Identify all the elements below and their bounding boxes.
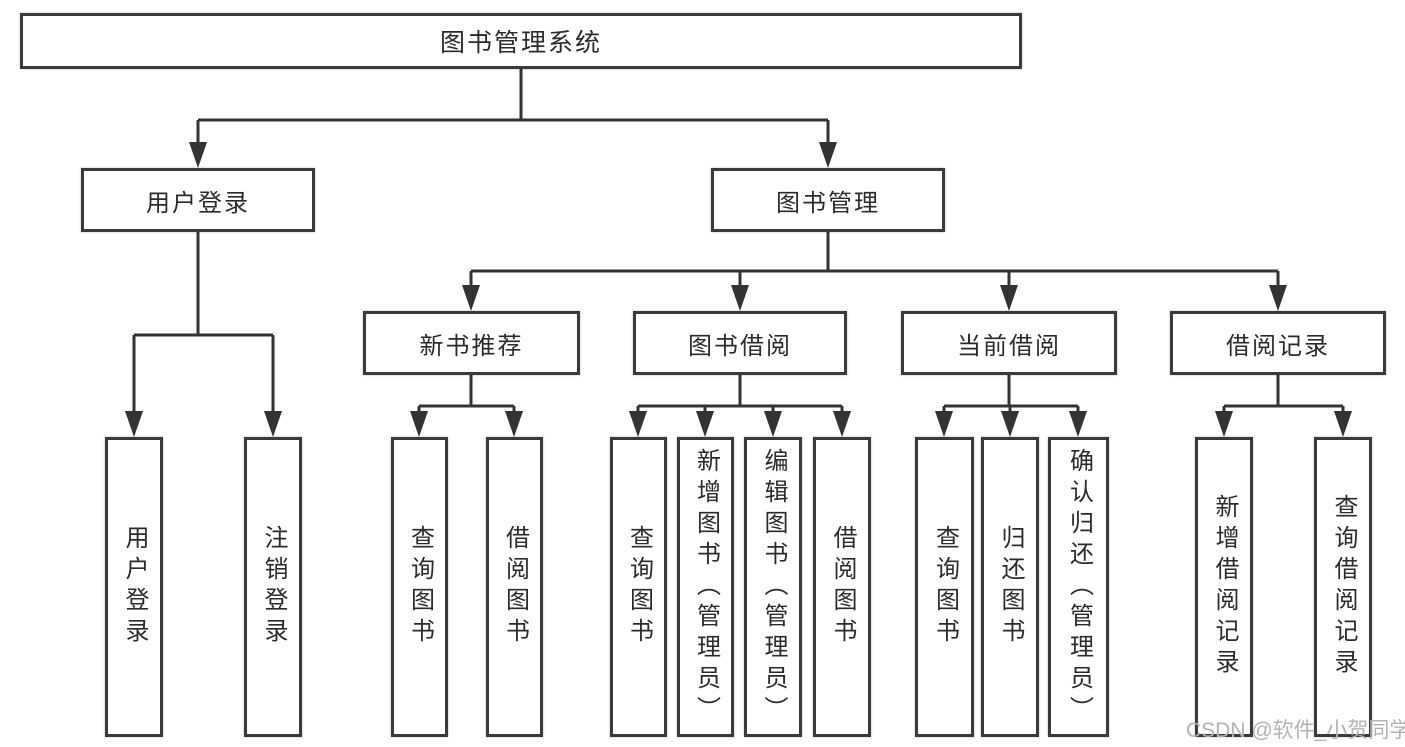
node-borrow-records: 借阅记录 xyxy=(1170,311,1386,375)
connector-user-login-branch xyxy=(125,232,282,437)
leaf-edit-books-admin: 编辑图书（管理员） xyxy=(744,437,802,737)
connector-records-branch xyxy=(1215,375,1352,437)
connector-root-branch xyxy=(189,69,837,168)
leaf-query-books-1: 查询图书 xyxy=(391,437,448,737)
leaf-borrow-books-1: 借阅图书 xyxy=(486,437,543,737)
leaf-query-books-3: 查询图书 xyxy=(915,437,974,737)
leaf-borrow-books-2: 借阅图书 xyxy=(813,437,871,737)
node-user-login: 用户登录 xyxy=(81,168,315,232)
leaf-logout: 注销登录 xyxy=(244,437,302,737)
node-book-management: 图书管理 xyxy=(711,168,945,232)
leaf-user-login: 用户登录 xyxy=(105,437,163,737)
connector-new-books-branch xyxy=(410,375,523,437)
connector-current-branch xyxy=(935,375,1087,437)
csdn-watermark: CSDN @软件_小贺同学 xyxy=(1186,719,1405,742)
leaf-query-books-2: 查询图书 xyxy=(610,437,667,737)
leaf-add-borrow-record: 新增借阅记录 xyxy=(1195,437,1253,737)
leaf-confirm-return-admin: 确认归还（管理员） xyxy=(1048,437,1109,737)
leaf-add-books-admin: 新增图书（管理员） xyxy=(677,437,734,737)
connector-borrowing-branch xyxy=(629,375,851,437)
connector-book-mgmt-branch xyxy=(462,232,1287,311)
node-book-borrowing: 图书借阅 xyxy=(633,311,847,375)
leaf-return-books: 归还图书 xyxy=(981,437,1039,737)
node-new-book-recommend: 新书推荐 xyxy=(363,311,580,375)
node-library-system: 图书管理系统 xyxy=(20,13,1022,69)
node-current-borrowing: 当前借阅 xyxy=(901,311,1117,375)
leaf-query-borrow-record: 查询借阅记录 xyxy=(1314,437,1372,737)
